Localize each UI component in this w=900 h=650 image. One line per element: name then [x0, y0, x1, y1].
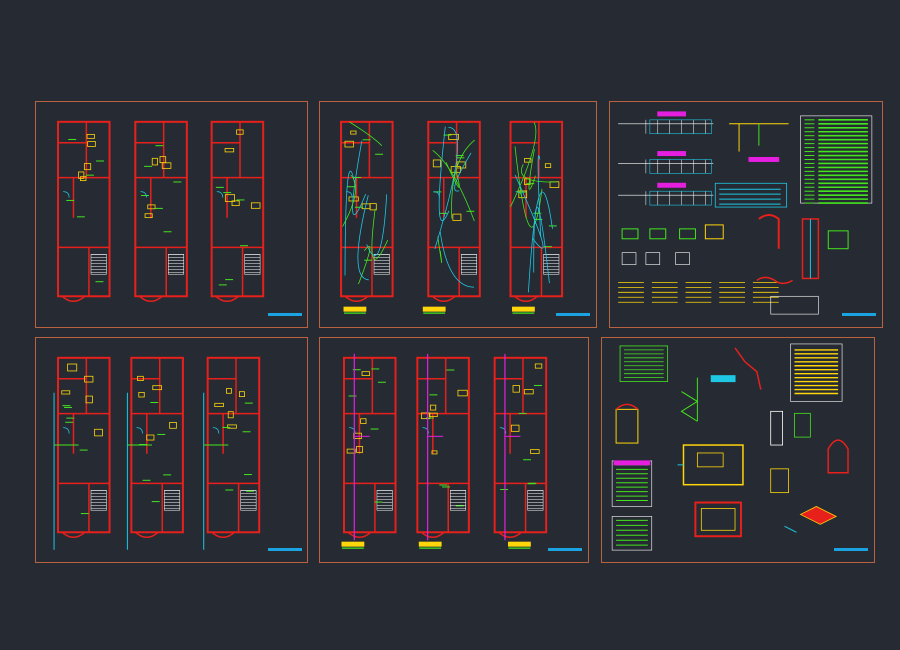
floor-plan — [493, 353, 548, 541]
sheet-lighting-plans[interactable] — [319, 101, 597, 328]
tank-plan — [677, 444, 744, 486]
sheet-sanitary-details[interactable] — [601, 337, 875, 563]
floor-plans-set — [57, 120, 265, 302]
floor-plan — [126, 356, 184, 550]
legend-table — [611, 460, 653, 551]
spec-box — [790, 343, 843, 402]
title-block-bar — [268, 313, 302, 316]
plan-label — [343, 306, 367, 314]
general-notes — [618, 276, 819, 315]
vent-detail — [734, 347, 762, 390]
notes-box — [619, 345, 669, 383]
floor-plan — [416, 353, 470, 541]
tank-section — [694, 501, 742, 538]
sheet-architecture-plans[interactable] — [35, 101, 308, 328]
sheet-water-supply-plans[interactable] — [35, 337, 308, 563]
floor-plan — [509, 120, 564, 302]
title-block-bar — [548, 548, 582, 551]
floor-plan — [427, 120, 481, 302]
lighting-plans-set — [340, 120, 564, 314]
legend-table — [800, 115, 873, 204]
sheet-electrical-details[interactable] — [609, 101, 883, 328]
panel-diagram — [729, 123, 789, 162]
notes-box — [714, 182, 788, 208]
floor-plan — [203, 356, 261, 550]
detail-symbols — [621, 214, 849, 280]
electrical-details-set — [618, 111, 873, 315]
title-block-bar — [268, 548, 302, 551]
plan-label — [418, 541, 442, 549]
floor-plan — [134, 120, 188, 302]
water-plans-set — [53, 356, 261, 550]
title-block-bar — [556, 313, 590, 316]
plan-label — [512, 306, 535, 314]
sanitary-plans-set — [341, 353, 548, 549]
floor-plan — [210, 120, 265, 302]
sheet-sanitary-plans[interactable] — [319, 337, 589, 563]
floor-plan — [342, 353, 397, 541]
plan-label — [341, 541, 365, 549]
sanitary-details-set — [611, 343, 849, 551]
floor-plan — [340, 120, 394, 302]
single-line-diagram — [618, 151, 714, 174]
title-block-bar — [842, 313, 876, 316]
title-block-bar — [834, 548, 868, 551]
single-line-diagram — [618, 111, 714, 135]
plan-label — [508, 541, 531, 549]
manhole-detail — [615, 403, 639, 444]
fixture-details — [770, 410, 849, 533]
floor-plan — [53, 356, 111, 550]
plan-label — [422, 306, 446, 314]
floor-plan — [57, 120, 111, 302]
single-line-diagram — [618, 182, 714, 206]
pipe-riser-detail — [680, 375, 736, 422]
